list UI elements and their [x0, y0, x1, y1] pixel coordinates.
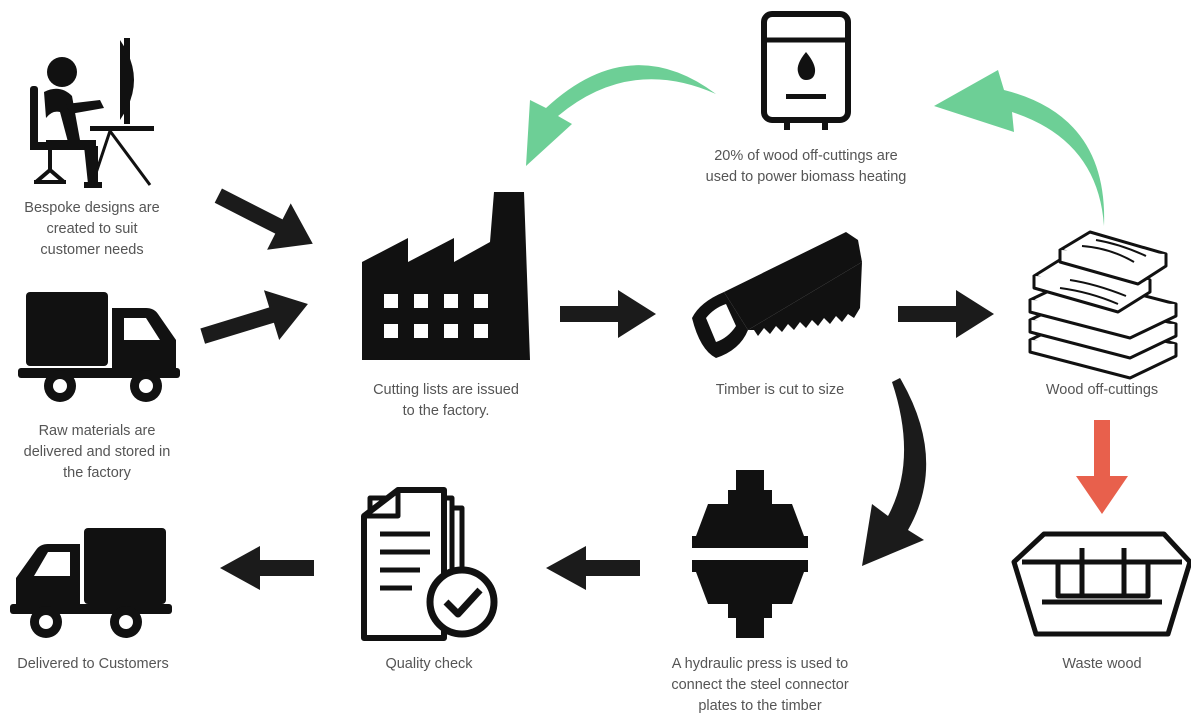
designs-caption: Bespoke designs are created to suit cust…: [24, 200, 160, 258]
biomass-boiler-icon: [761, 11, 851, 130]
press-caption: A hydraulic press is used to connect the…: [671, 656, 849, 714]
factory-icon: [362, 192, 530, 360]
arrow-factory-to-saw: [560, 290, 656, 338]
waste-caption: Waste wood: [1062, 656, 1142, 672]
skip-bin-icon: [1011, 531, 1191, 637]
quality-caption: Quality check: [385, 656, 473, 672]
arrow-biomass-to-factory: [526, 65, 716, 166]
biomass-caption: 20% of wood off-cuttings are used to pow…: [705, 148, 907, 185]
arrow-saw-to-offcuts: [898, 290, 994, 338]
arrow-press-to-quality: [546, 546, 640, 590]
wood-planks-icon: [1028, 230, 1178, 380]
checklist-document-icon: [361, 487, 498, 641]
arrow-offcuts-to-biomass: [934, 70, 1105, 226]
arrow-offcuts-to-waste: [1076, 420, 1128, 514]
saw-icon: [692, 232, 862, 358]
raw-materials-caption: Raw materials are delivered and stored i…: [23, 423, 171, 481]
arrow-designs-to-factory: [214, 188, 313, 250]
recycle-arrows: [526, 65, 1105, 226]
arrow-quality-to-delivered: [220, 546, 314, 590]
hydraulic-press-icon: [692, 470, 808, 638]
arrow-materials-to-factory: [200, 290, 308, 344]
designer-at-desk-icon: [30, 38, 154, 188]
timber-cut-caption: Timber is cut to size: [715, 382, 845, 398]
flow-arrows: [200, 188, 994, 590]
delivered-caption: Delivered to Customers: [17, 656, 169, 672]
offcuts-caption: Wood off-cuttings: [1045, 382, 1159, 398]
cutting-lists-caption: Cutting lists are issued to the factory.: [373, 382, 519, 419]
arrow-saw-to-press: [862, 378, 927, 566]
delivery-truck-icon: [10, 528, 172, 638]
truck-icon: [18, 292, 180, 402]
